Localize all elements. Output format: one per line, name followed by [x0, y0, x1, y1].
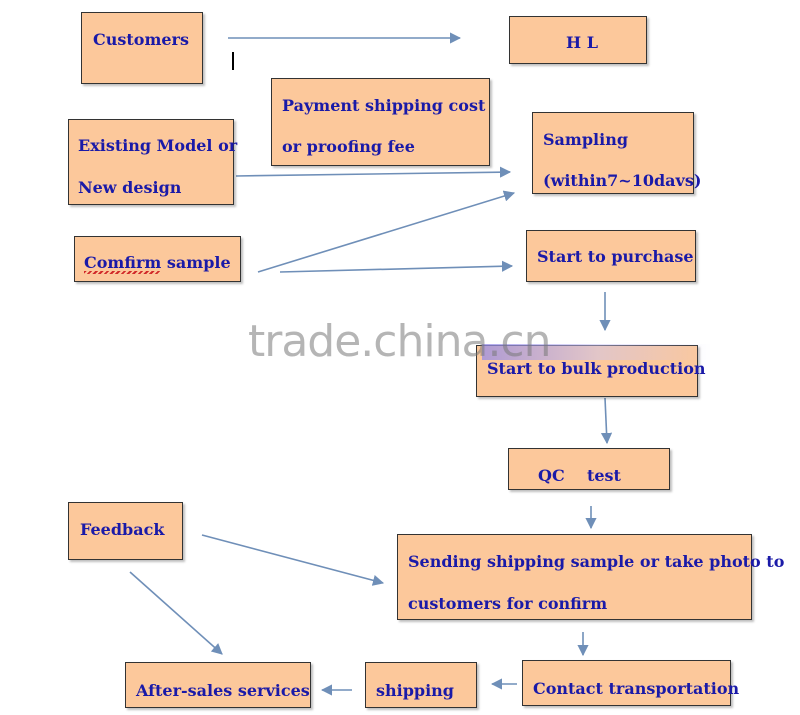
qc-test-label: QC test — [538, 466, 621, 485]
contact-transportation-label: Contact transportation — [533, 679, 740, 698]
watermark-bar — [482, 344, 712, 360]
confirm-sample-box: Comfirm sample — [74, 236, 241, 282]
arrow-confirm-to-purchase — [279, 260, 514, 273]
arrow-feedback-to-sending — [201, 534, 385, 586]
feedback-label: Feedback — [80, 520, 165, 539]
shipping-box: shipping — [365, 662, 477, 708]
hl-box: H L — [509, 16, 647, 64]
sampling-label-line1: Sampling — [543, 130, 629, 149]
payment-label-line2: or proofing fee — [282, 137, 415, 156]
after-sales-box: After-sales services — [125, 662, 311, 708]
customers-box: Customers — [81, 12, 203, 84]
payment-label-line1: Payment shipping cost — [282, 96, 486, 115]
start-purchase-label: Start to purchase — [537, 247, 694, 266]
hl-label: H L — [566, 33, 598, 52]
after-sales-label: After-sales services — [136, 681, 310, 700]
sampling-label-line2: (within7~10davs) — [543, 171, 702, 190]
spellcheck-underline — [84, 271, 160, 274]
contact-transportation-box: Contact transportation — [522, 660, 739, 706]
existing-label-line1: Existing Model or — [78, 136, 238, 155]
shipping-label: shipping — [376, 681, 454, 700]
payment-box: Payment shipping cost or proofing fee — [271, 78, 490, 166]
sampling-box: Sampling (within7~10davs) — [532, 112, 701, 194]
arrow-feedback-to-aftersales — [129, 571, 223, 655]
sending-label-line2: customers for confirm — [408, 594, 608, 613]
customers-label: Customers — [93, 30, 189, 49]
sending-label-line1: Sending shipping sample or take photo to — [408, 552, 785, 571]
arrow-existing-to-sampling — [235, 166, 512, 178]
arrow-confirm-to-sampling — [257, 190, 516, 273]
text-cursor — [232, 52, 234, 70]
arrow-bulk-to-qc — [600, 397, 613, 445]
bulk-production-label: Start to bulk production — [487, 359, 706, 378]
watermark: trade.china.cn — [248, 316, 552, 367]
existing-model-box: Existing Model or New design — [68, 119, 238, 205]
feedback-box: Feedback — [68, 502, 183, 560]
qc-test-box: QC test — [508, 448, 670, 490]
sending-sample-box: Sending shipping sample or take photo to… — [397, 534, 784, 620]
start-purchase-box: Start to purchase — [526, 230, 696, 282]
confirm-sample-label: Comfirm sample — [84, 253, 231, 272]
existing-label-line2: New design — [78, 178, 182, 197]
